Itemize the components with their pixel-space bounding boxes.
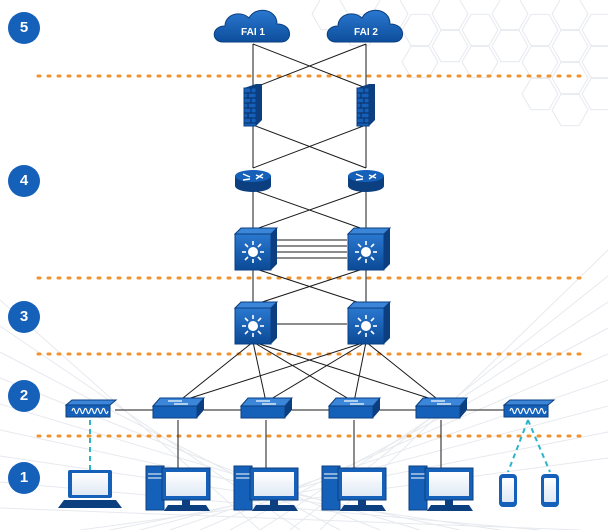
- layer-badge-4: 4: [8, 165, 40, 197]
- wifi-link-phone-1: [507, 419, 529, 473]
- mobile-phone-1: [499, 474, 517, 507]
- isp-label: FAI 1: [241, 27, 265, 38]
- cable-dist1-access1: [177, 341, 254, 403]
- cable-isp2-fw1: [252, 43, 367, 89]
- core-switch-2: [346, 227, 392, 271]
- cable-core2-dist1: [252, 267, 367, 306]
- cable-dist1-access3: [252, 341, 355, 403]
- layer-badge-3: 3: [8, 301, 40, 333]
- desktop-3: [321, 465, 387, 511]
- desktop-1: [145, 465, 211, 511]
- distribution-switch-2: [346, 301, 392, 345]
- cable-dist2-access4: [365, 341, 442, 403]
- wireless-access-point-2: [502, 399, 556, 418]
- wifi-link-phone-2: [527, 419, 551, 473]
- access-switch-1: [151, 397, 206, 419]
- layer-badge-1: 1: [8, 462, 40, 494]
- cables: [89, 43, 551, 473]
- layer-separators: [36, 74, 588, 438]
- cable-dist1-access4: [252, 341, 442, 403]
- wireless-access-point-1: [64, 399, 118, 418]
- cable-fw2-router1: [252, 124, 367, 169]
- desktop-4: [408, 465, 474, 511]
- layer-badge-5: 5: [8, 12, 40, 44]
- distribution-switch-1: [233, 301, 279, 345]
- mobile-phone-2: [541, 474, 559, 507]
- access-switch-2: [239, 397, 294, 419]
- access-switch-4: [414, 397, 469, 419]
- router-2: [348, 170, 384, 192]
- cable-dist2-access3: [353, 341, 367, 403]
- desktop-2: [233, 465, 299, 511]
- access-switch-3: [327, 397, 382, 419]
- firewall-1: [243, 84, 262, 127]
- firewall-2: [356, 84, 375, 127]
- isp-cloud-1: FAI 1: [213, 9, 290, 43]
- cable-dist2-access2: [265, 341, 367, 403]
- cable-dist2-access1: [177, 341, 367, 403]
- cable-router2-core1: [252, 189, 367, 231]
- isp-label: FAI 2: [354, 27, 378, 38]
- laptop: [58, 470, 122, 508]
- isp-cloud-2: FAI 2: [326, 9, 403, 43]
- cable-dist1-access2: [252, 341, 267, 403]
- router-1: [235, 170, 271, 192]
- core-switch-1: [233, 227, 279, 271]
- layer-badge-2: 2: [8, 380, 40, 412]
